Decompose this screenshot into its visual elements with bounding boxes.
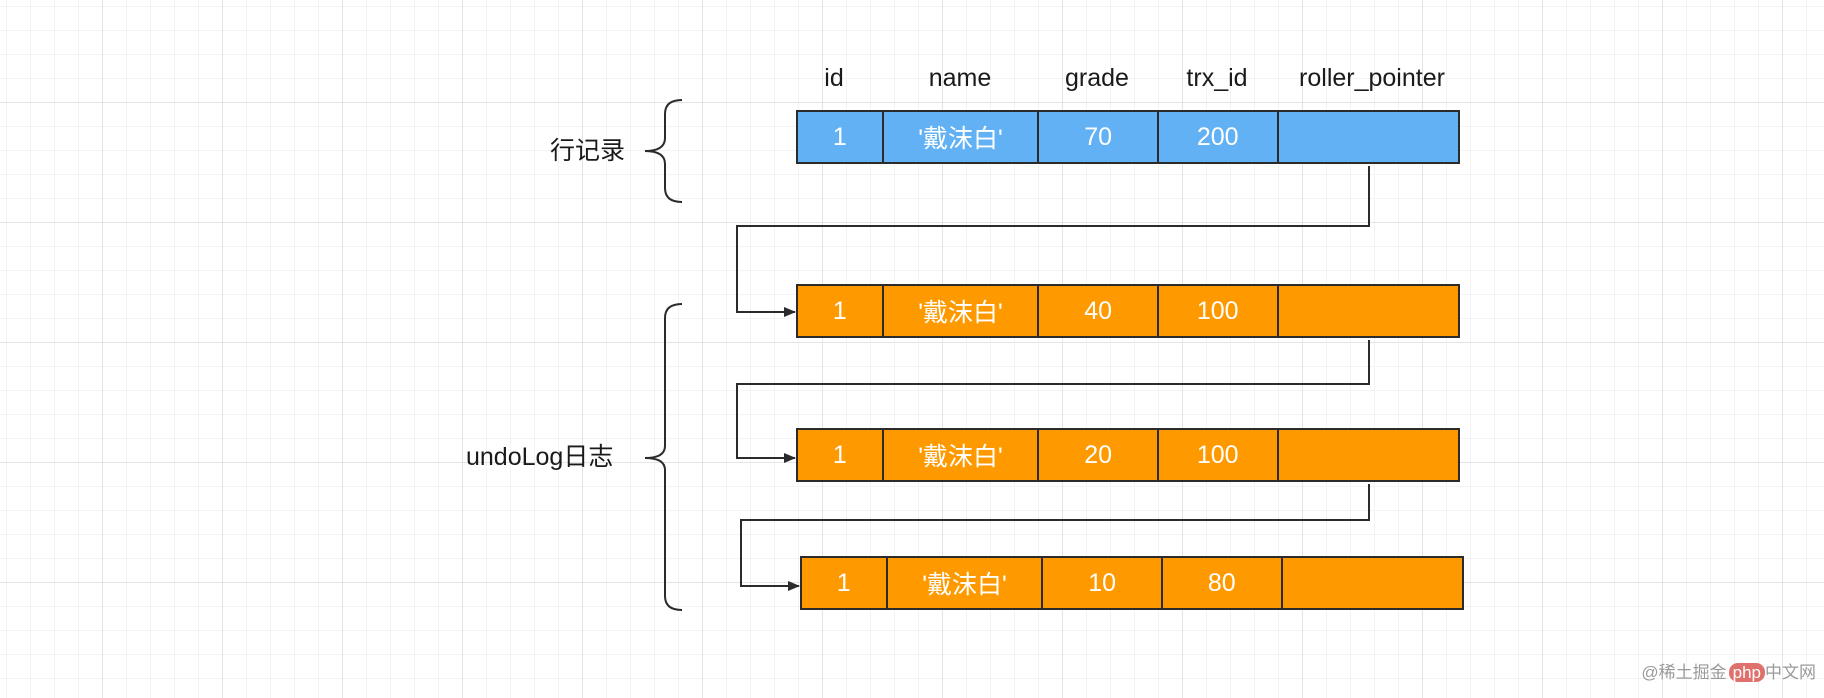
undo-log-label: undoLog日志 (466, 443, 614, 471)
cell-name: '戴沫白' (883, 286, 1040, 336)
row-record-label: 行记录 (550, 137, 626, 165)
pointer-arrow-2 (736, 340, 1370, 463)
cell-id: 1 (798, 112, 884, 162)
column-header-trx-id: trx_id (1186, 64, 1248, 92)
watermark-suffix: 中文网 (1765, 663, 1816, 682)
cell-grade: 70 (1039, 112, 1159, 162)
column-header-grade: grade (1065, 64, 1129, 92)
row-record-brace (644, 99, 683, 203)
cell-name: '戴沫白' (883, 430, 1040, 480)
undo-log-brace (644, 303, 683, 611)
cell-roller-pointer (1278, 112, 1459, 162)
cell-grade: 10 (1043, 558, 1163, 608)
cell-trx-id: 200 (1158, 112, 1279, 162)
cell-trx-id: 100 (1158, 286, 1279, 336)
cell-roller-pointer (1278, 430, 1459, 480)
undo-log-row: 1 '戴沫白' 10 80 (800, 556, 1464, 610)
undo-log-row: 1 '戴沫白' 20 100 (796, 428, 1460, 482)
watermark-badge: php (1728, 663, 1765, 682)
cell-name: '戴沫白' (883, 112, 1040, 162)
column-header-name: name (928, 64, 992, 92)
cell-grade: 40 (1039, 286, 1159, 336)
watermark-prefix: @稀土掘金 (1641, 663, 1727, 682)
cell-roller-pointer (1278, 286, 1459, 336)
undo-log-row: 1 '戴沫白' 40 100 (796, 284, 1460, 338)
cell-name: '戴沫白' (887, 558, 1044, 608)
cell-trx-id: 100 (1158, 430, 1279, 480)
row-record: 1 '戴沫白' 70 200 (796, 110, 1460, 164)
cell-id: 1 (798, 286, 884, 336)
cell-id: 1 (798, 430, 884, 480)
cell-roller-pointer (1282, 558, 1463, 608)
cell-id: 1 (802, 558, 888, 608)
pointer-arrow-3 (740, 484, 1370, 591)
pointer-arrow-1 (736, 166, 1370, 317)
column-header-id: id (824, 64, 844, 92)
column-header-roller-pointer: roller_pointer (1299, 64, 1445, 92)
cell-trx-id: 80 (1162, 558, 1283, 608)
cell-grade: 20 (1039, 430, 1159, 480)
